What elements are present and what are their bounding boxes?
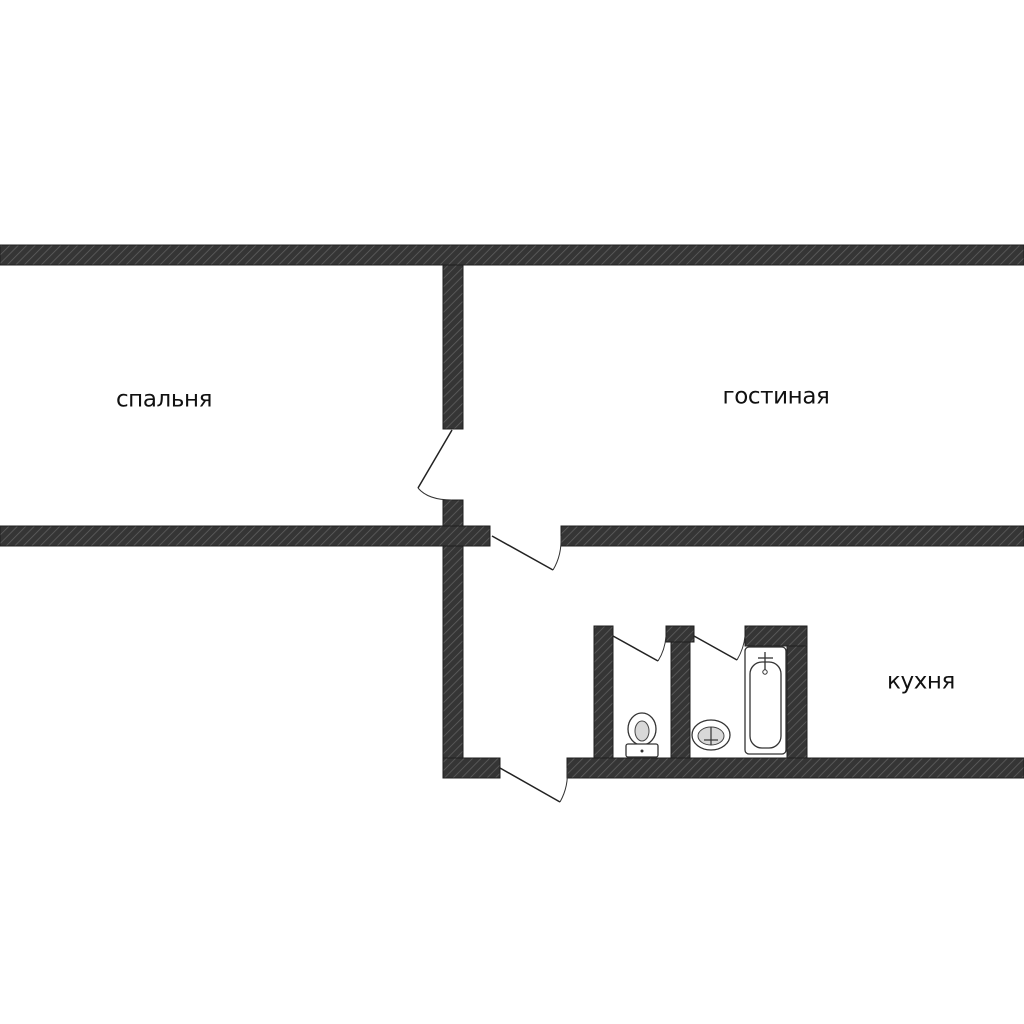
room-label-bedroom: спальня: [116, 387, 212, 413]
room-labels: спальня гостиная кухня: [116, 384, 955, 695]
wall-bottom-right: [566, 757, 1024, 779]
room-label-living-room: гостиная: [723, 384, 830, 410]
wall-middle-left: [0, 525, 491, 547]
wall-top: [0, 244, 1024, 266]
door-entrance: [499, 767, 568, 803]
wall-hall-left: [442, 545, 464, 779]
door-wc: [612, 635, 667, 662]
room-label-kitchen: кухня: [887, 669, 955, 695]
sink-icon: [691, 719, 731, 751]
wall-bottom-left: [442, 757, 501, 779]
bathtub-icon: [744, 646, 787, 755]
doors: [417, 429, 746, 803]
wall-partition-stub: [442, 499, 464, 527]
toilet-icon: [625, 712, 659, 758]
wall-wc-top-stub: [665, 625, 695, 643]
door-bathroom: [693, 635, 746, 661]
door-bedroom: [417, 429, 453, 501]
walls: [0, 244, 1024, 779]
wall-wc-right: [670, 625, 691, 759]
wall-wc-left: [593, 625, 614, 759]
door-living-room: [491, 535, 562, 571]
wall-partition-upper: [442, 264, 464, 430]
fixtures: [625, 646, 787, 758]
wall-bath-top: [744, 625, 808, 647]
wall-middle-right: [560, 525, 1024, 547]
wall-bath-right: [786, 645, 808, 759]
